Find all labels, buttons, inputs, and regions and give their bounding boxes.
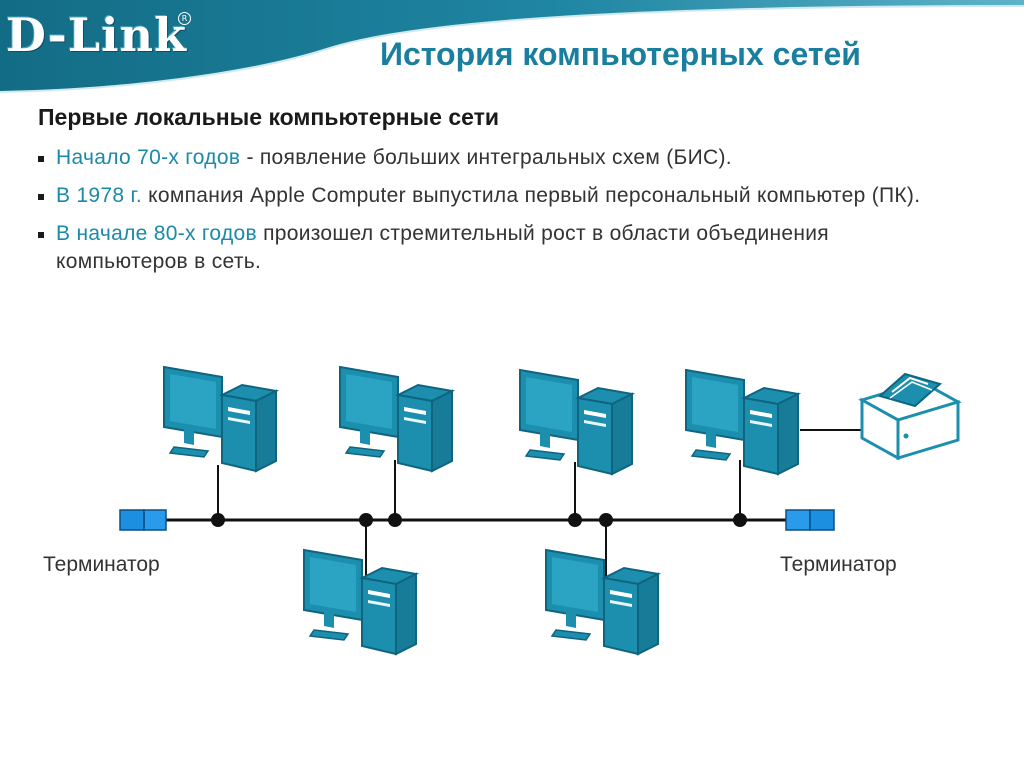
bus-junction [733,513,747,527]
bullet-marker [38,194,44,200]
computer-icon [303,549,417,655]
bus-junction [568,513,582,527]
bullet-highlight: Начало 70-х годов [56,146,241,169]
dlink-logo: D-Link [6,8,187,62]
bullet-item: В 1978 г. компания Apple Computer выпуст… [38,182,938,210]
bus-junction [388,513,402,527]
page-title: История компьютерных сетей [380,36,861,72]
bullet-marker [38,156,44,162]
bus-junction [359,513,373,527]
computer-icon [339,366,453,472]
bullet-marker [38,232,44,238]
computer-icon [163,366,277,472]
header-band [0,0,1024,93]
bullet-item: В начале 80-х годов произошел стремитель… [38,220,938,276]
computer-icon [545,549,659,655]
bus-junction [211,513,225,527]
bullet-text: компания Apple Computer выпустила первый… [142,184,921,207]
right-terminator-label: Терминатор [780,553,897,576]
computer-icon [519,369,633,475]
registered-mark: R [178,12,191,25]
terminator-icon [785,509,835,531]
bullet-list: Начало 70-х годов - появление больших ин… [38,144,938,286]
terminator-icon [119,509,167,531]
computer-icon [685,369,799,475]
section-subtitle: Первые локальные компьютерные сети [38,104,500,130]
bullet-item: Начало 70-х годов - появление больших ин… [38,144,938,172]
left-terminator-label: Терминатор [43,553,160,576]
bus-junction [599,513,613,527]
bullet-text: произошел стремительный рост в области о… [56,222,829,273]
printer-icon [858,372,962,461]
bullet-text: - появление больших интегральных схем (Б… [240,146,732,169]
bullet-highlight: В 1978 г. [56,184,143,207]
bullet-highlight: В начале 80-х годов [56,222,257,245]
